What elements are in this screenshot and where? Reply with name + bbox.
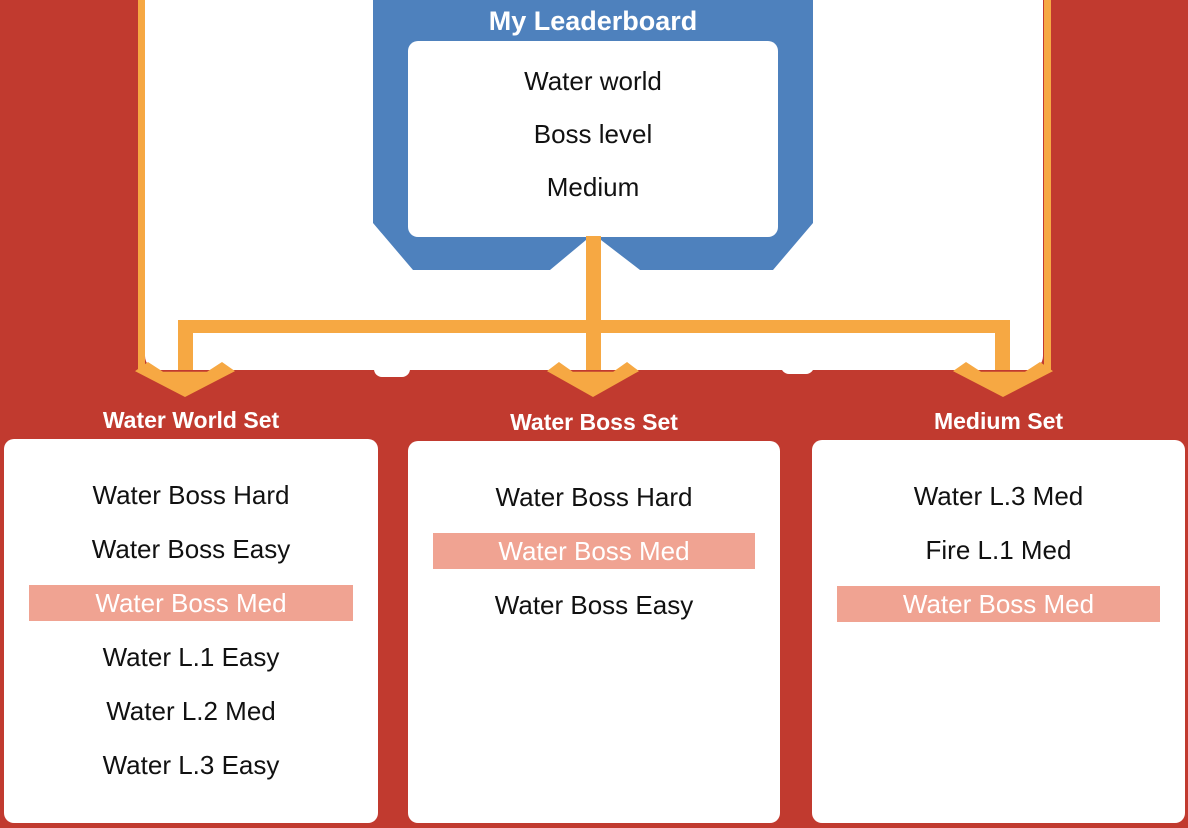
list-item-label: Water Boss Easy bbox=[494, 589, 694, 620]
set-header-medium: Medium Set bbox=[933, 408, 1064, 434]
list-item-highlighted: Water Boss Med bbox=[4, 576, 378, 630]
list-item: Water Boss Hard bbox=[4, 468, 378, 522]
list-item: Water L.2 Med bbox=[4, 684, 378, 738]
set-header-water-boss: Water Boss Set bbox=[510, 409, 678, 435]
list-item-label: Water L.2 Med bbox=[106, 695, 276, 726]
list-item-label: Water L.3 Easy bbox=[102, 749, 280, 780]
leaderboard-node: My Leaderboard Water world Boss level Me… bbox=[373, 0, 813, 270]
list-item-label: Water L.1 Easy bbox=[102, 641, 280, 672]
list-item: Water L.3 Easy bbox=[4, 738, 378, 792]
list-item: Water Boss Easy bbox=[4, 522, 378, 576]
leaderboard-node-title: My Leaderboard bbox=[488, 6, 698, 36]
connector-line-left bbox=[138, 0, 145, 372]
list-item-label: Water Boss Hard bbox=[495, 481, 693, 512]
node-field-difficulty: Medium bbox=[546, 172, 640, 202]
list-item-highlighted: Water Boss Med bbox=[408, 524, 780, 578]
panel-tab-right bbox=[781, 340, 814, 374]
list-item-label: Water Boss Hard bbox=[92, 479, 290, 510]
panel-tab-left bbox=[374, 340, 410, 377]
set-card-medium: Water L.3 Med Fire L.1 Med Water Boss Me… bbox=[812, 440, 1185, 823]
list-item: Water Boss Easy bbox=[408, 578, 780, 632]
set-header-water-world: Water World Set bbox=[102, 407, 280, 433]
set-card-water-boss: Water Boss Hard Water Boss Med Water Bos… bbox=[408, 441, 780, 823]
connector-shaft-left bbox=[178, 320, 193, 370]
list-item-label: Water Boss Med bbox=[29, 585, 353, 621]
list-item: Water Boss Hard bbox=[408, 470, 780, 524]
list-item-label: Water Boss Med bbox=[837, 586, 1160, 622]
node-field-level: Boss level bbox=[533, 119, 653, 149]
leaderboard-node-body: Water world Boss level Medium bbox=[408, 41, 778, 237]
list-item-label: Water Boss Easy bbox=[91, 533, 291, 564]
connector-line-right bbox=[1044, 0, 1051, 372]
list-item-label: Water Boss Med bbox=[433, 533, 755, 569]
connector-shaft-right bbox=[995, 320, 1010, 370]
list-item-label: Water L.3 Med bbox=[913, 480, 1084, 511]
connector-shaft-center bbox=[586, 236, 601, 370]
set-card-water-world: Water Boss Hard Water Boss Easy Water Bo… bbox=[4, 439, 378, 823]
list-item: Fire L.1 Med bbox=[812, 523, 1185, 577]
list-item-highlighted: Water Boss Med bbox=[812, 577, 1185, 631]
list-item: Water L.1 Easy bbox=[4, 630, 378, 684]
node-field-world: Water world bbox=[524, 66, 662, 96]
list-item: Water L.3 Med bbox=[812, 469, 1185, 523]
list-item-label: Fire L.1 Med bbox=[925, 534, 1072, 565]
